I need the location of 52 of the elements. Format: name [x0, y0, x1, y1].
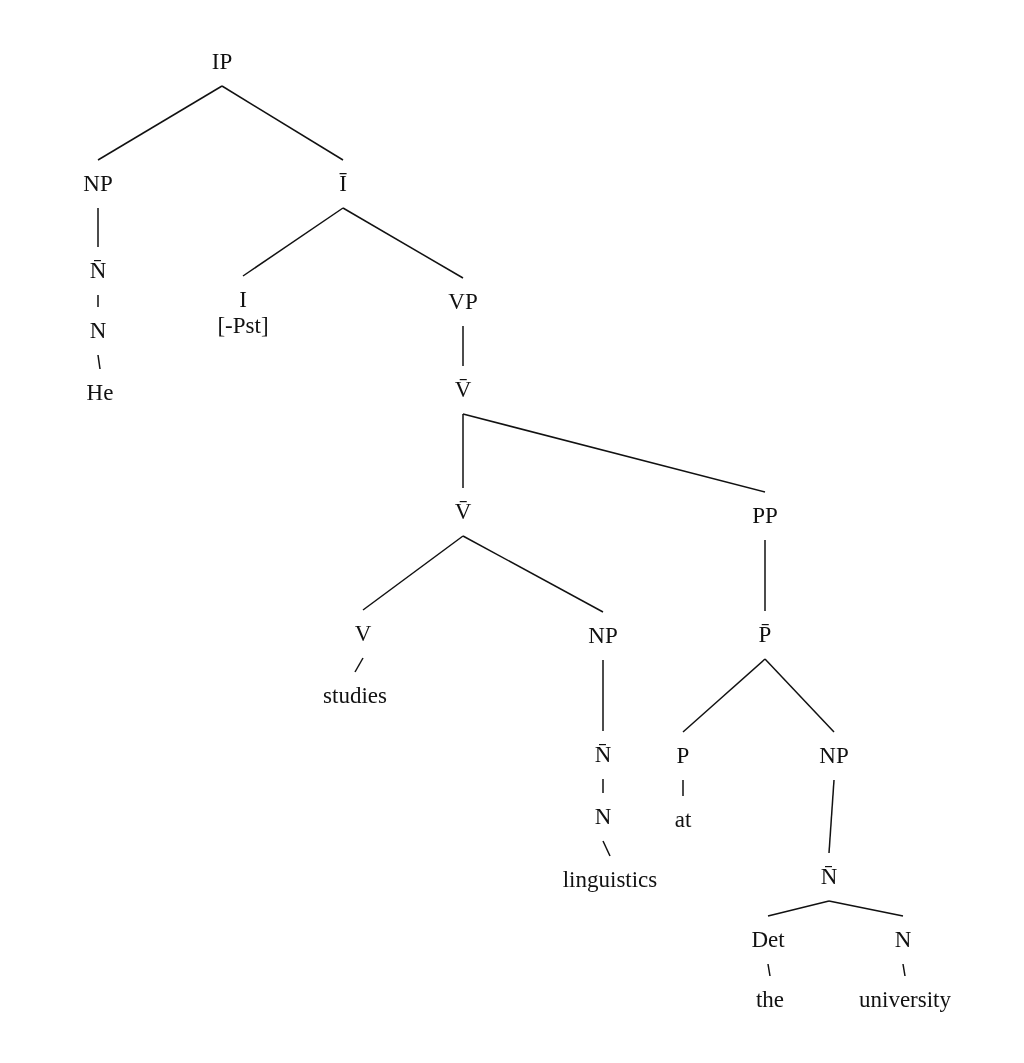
tree-branch [354, 657, 364, 673]
tree-branch [462, 535, 604, 613]
tree-branch [97, 207, 99, 248]
node-label: linguistics [562, 867, 658, 893]
feature-label: [-Pst] [217, 313, 269, 339]
node-label: V̄ [454, 499, 472, 525]
tree-branch [242, 207, 344, 277]
node-label: NP [588, 623, 618, 649]
tree-branch [342, 207, 464, 279]
tree-branch [682, 658, 766, 733]
tree-branch [97, 354, 101, 370]
tree-branch [764, 539, 766, 612]
node-label: NP [83, 171, 113, 197]
node-label: He [86, 380, 114, 406]
tree-branch [462, 413, 766, 493]
node-label: V̄ [454, 377, 472, 403]
node-label: N̄ [820, 864, 838, 890]
node-label: I [239, 287, 247, 313]
node-label: IP [211, 49, 233, 75]
tree-branch [764, 658, 835, 733]
node-label: N [894, 927, 912, 953]
tree-branch [902, 963, 906, 977]
node-label: N̄ [89, 258, 107, 284]
node-label: the [755, 987, 785, 1013]
tree-branch [602, 840, 611, 857]
node-label: N [594, 804, 612, 830]
tree-branch [362, 535, 464, 611]
node-label: P [676, 743, 690, 769]
node-label: studies [323, 683, 387, 709]
node-label: Ī [339, 171, 347, 197]
node-label: at [674, 807, 692, 833]
tree-branch [682, 779, 684, 797]
tree-branch [602, 659, 604, 732]
tree-branch [462, 325, 464, 367]
tree-branch [767, 900, 830, 917]
node-label: V [354, 621, 372, 647]
tree-branch [97, 294, 99, 308]
tree-branch [221, 85, 344, 161]
node-label: university [859, 987, 951, 1013]
node-label: P̄ [758, 622, 772, 648]
node-label: VP [448, 289, 478, 315]
node-label: N [89, 318, 107, 344]
node-label: PP [752, 503, 778, 529]
tree-branch [767, 963, 771, 977]
node-label: N̄ [594, 742, 612, 768]
tree-branch [602, 778, 604, 794]
tree-branch [828, 900, 904, 917]
node-label: Det [751, 927, 785, 953]
tree-branch [828, 779, 835, 854]
tree-branch [97, 85, 223, 161]
tree-branch [462, 413, 464, 489]
node-label: NP [819, 743, 849, 769]
